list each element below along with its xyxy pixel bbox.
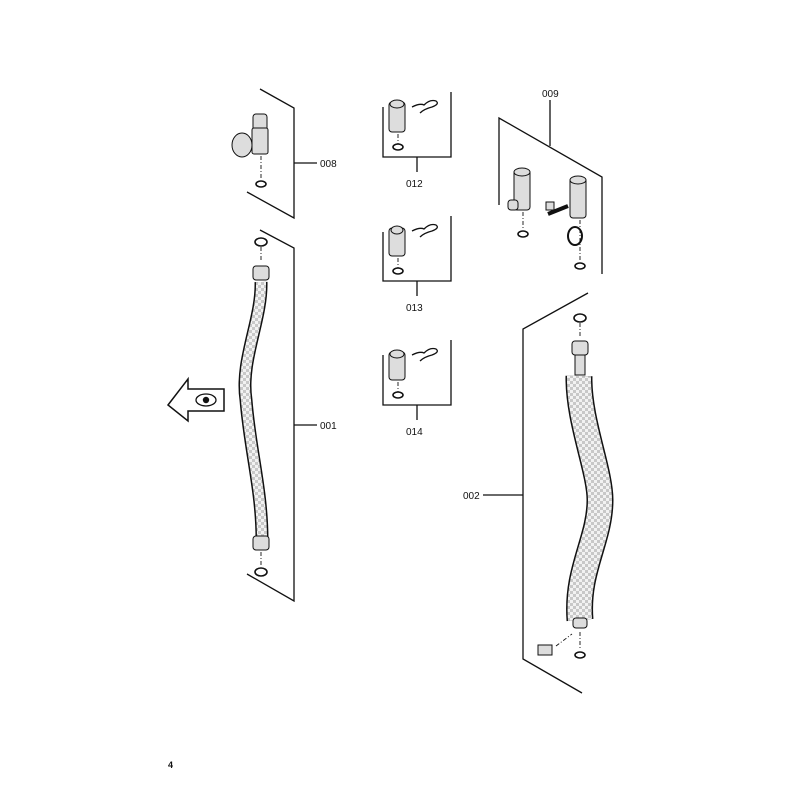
part-group-014[interactable]: 014 [382,340,452,438]
part-group-013[interactable]: 013 [382,216,452,314]
part-group-012[interactable]: 012 [382,92,452,190]
label-002: 002 [463,491,480,502]
label-008: 008 [320,159,337,170]
part-group-001[interactable]: 001 [238,229,337,603]
part-group-008[interactable]: 008 [231,88,337,220]
flexible-hose-icon [238,237,270,577]
safety-valve-icon [231,113,269,188]
label-009: 009 [542,89,559,100]
label-013: 013 [406,303,423,314]
insulated-hose-icon [537,313,614,659]
label-014: 014 [406,427,423,438]
label-012: 012 [406,179,423,190]
part-group-009[interactable]: 009 [498,89,603,274]
eye-arrow-left-icon [166,376,225,423]
fitting-icon [388,347,438,399]
label-001: 001 [320,421,337,432]
part-group-002[interactable]: 002 [463,292,614,694]
frame-002 [522,292,589,694]
valve-pair-icon [507,167,587,270]
page-number: 4 [168,760,173,770]
frame-009 [498,116,603,274]
fitting-icon [388,223,438,275]
fitting-icon [388,99,438,151]
